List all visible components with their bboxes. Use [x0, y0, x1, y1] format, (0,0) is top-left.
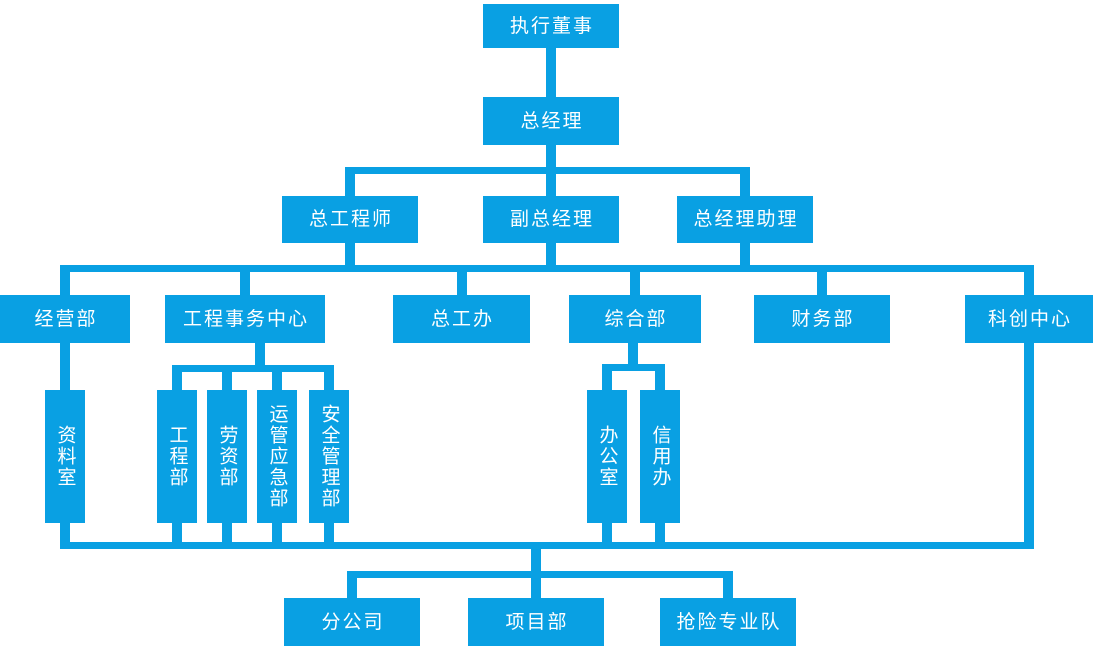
node-label: 劳资部: [216, 425, 238, 488]
node-label: 总工程师: [308, 209, 393, 230]
node-data-room: 资料室: [45, 390, 85, 523]
node-chief-engineer: 总工程师: [282, 196, 418, 243]
connector-segment: [60, 265, 1034, 272]
node-label: 信用办: [649, 425, 671, 488]
connector-segment: [457, 272, 467, 295]
connector-segment: [272, 372, 282, 390]
node-gm-assistant: 总经理助理: [677, 196, 813, 243]
connector-segment: [172, 365, 334, 372]
node-credit-office: 信用办: [640, 390, 680, 523]
node-label: 资料室: [54, 425, 76, 488]
node-executive-director: 执行董事: [483, 4, 619, 48]
connector-segment: [60, 272, 70, 295]
connector-segment: [546, 145, 556, 169]
connector-segment: [602, 371, 612, 390]
node-labor-wage-dept: 劳资部: [207, 390, 247, 523]
node-sci-tech-center: 科创中心: [965, 295, 1093, 343]
connector-segment: [531, 549, 541, 571]
node-label: 安全管理部: [318, 404, 340, 509]
connector-segment: [655, 371, 665, 390]
connector-segment: [1024, 343, 1034, 549]
connector-segment: [345, 167, 750, 174]
node-finance-dept: 财务部: [754, 295, 890, 343]
node-general-manager: 总经理: [483, 97, 619, 145]
connector-segment: [546, 48, 556, 97]
connector-segment: [60, 542, 1034, 549]
connector-segment: [602, 364, 665, 371]
connector-segment: [324, 523, 334, 542]
connector-segment: [60, 523, 70, 542]
node-label: 综合部: [604, 308, 668, 330]
connector-segment: [602, 523, 612, 542]
connector-segment: [546, 243, 556, 267]
connector-segment: [723, 578, 733, 598]
node-safety-mgmt-dept: 安全管理部: [309, 390, 349, 523]
node-project-dept: 项目部: [468, 598, 604, 646]
node-label: 总经理: [520, 110, 584, 132]
node-label: 财务部: [791, 308, 855, 330]
connector-segment: [630, 272, 640, 295]
node-business-dept: 经营部: [0, 295, 130, 343]
node-label: 科创中心: [987, 308, 1072, 330]
node-emergency-rescue-team: 抢险专业队: [660, 598, 796, 646]
connector-segment: [655, 523, 665, 542]
node-label: 工程事务中心: [182, 308, 309, 330]
connector-segment: [347, 578, 357, 598]
node-ops-emergency-dept: 运管应急部: [257, 390, 297, 523]
node-general-affairs-dept: 综合部: [569, 295, 701, 343]
connector-segment: [628, 343, 638, 364]
connector-segment: [345, 174, 355, 196]
connector-segment: [740, 243, 750, 267]
node-engineering-affairs-center: 工程事务中心: [165, 295, 325, 343]
node-label: 总经理助理: [693, 209, 799, 230]
node-label: 分公司: [321, 611, 385, 633]
connector-segment: [240, 272, 250, 295]
node-label: 经营部: [34, 308, 98, 330]
connector-segment: [531, 578, 541, 598]
connector-segment: [272, 523, 282, 542]
node-office: 办公室: [587, 390, 627, 523]
connector-segment: [1024, 272, 1034, 295]
node-label: 项目部: [505, 611, 569, 633]
node-chief-engineer-office: 总工办: [393, 295, 530, 343]
connector-segment: [222, 523, 232, 542]
node-branch-company: 分公司: [284, 598, 420, 646]
node-label: 执行董事: [509, 15, 594, 37]
connector-segment: [60, 343, 70, 390]
node-label: 副总经理: [509, 209, 594, 230]
connector-segment: [546, 174, 556, 196]
connector-segment: [172, 372, 182, 390]
connector-segment: [347, 571, 733, 578]
node-engineering-dept: 工程部: [157, 390, 197, 523]
connector-segment: [345, 243, 355, 267]
connector-segment: [255, 343, 265, 365]
node-label: 抢险专业队: [676, 611, 782, 633]
node-label: 工程部: [166, 425, 188, 488]
node-label: 运管应急部: [266, 404, 288, 509]
connector-segment: [817, 272, 827, 295]
connector-segment: [222, 372, 232, 390]
connector-segment: [324, 372, 334, 390]
connector-segment: [740, 174, 750, 196]
connector-segment: [172, 523, 182, 542]
node-label: 办公室: [596, 425, 618, 488]
node-label: 总工办: [430, 308, 494, 330]
node-deputy-general-manager: 副总经理: [483, 196, 619, 243]
